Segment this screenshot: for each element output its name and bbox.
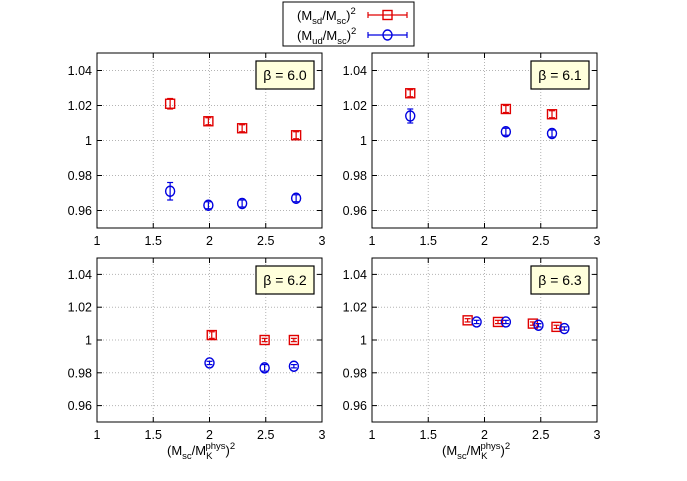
y-tick-label: 0.98 (343, 169, 367, 183)
x-tick-label: 2.5 (532, 234, 549, 248)
x-tick-label: 2.5 (257, 234, 274, 248)
legend-box (282, 1, 415, 47)
data-point-sd (546, 109, 558, 120)
y-tick-label: 1.04 (68, 268, 92, 282)
x-tick-label: 3 (319, 428, 326, 442)
data-point-ud (546, 127, 558, 140)
legend-marker-square (382, 9, 393, 21)
x-tick-label: 1.5 (420, 428, 437, 442)
x-tick-label: 2 (481, 234, 488, 248)
y-tick-label: 0.98 (68, 169, 92, 183)
data-point-sd (290, 130, 302, 141)
y-tick-label: 1.04 (343, 268, 367, 282)
data-point-sd (236, 123, 248, 134)
beta-label: β = 6.3 (538, 272, 582, 288)
beta-label: β = 6.1 (538, 67, 582, 83)
data-point-ud (533, 319, 544, 331)
y-tick-label: 1 (85, 134, 92, 148)
x-tick-label: 1.5 (145, 234, 162, 248)
beta-label-box (255, 265, 315, 295)
data-point-sd (492, 316, 504, 328)
data-point-ud (290, 192, 302, 204)
data-point-sd (551, 321, 562, 333)
y-tick-label: 0.98 (68, 366, 92, 380)
x-tick-label: 2 (206, 428, 213, 442)
beta-label: β = 6.2 (263, 272, 307, 288)
y-tick-label: 1.04 (68, 64, 92, 78)
x-tick-label: 2.5 (257, 428, 274, 442)
y-tick-label: 0.96 (343, 399, 367, 413)
data-point-ud (164, 185, 176, 197)
data-point-sd (203, 116, 214, 127)
x-tick-label: 2 (481, 428, 488, 442)
x-tick-label: 1 (94, 428, 101, 442)
panel-3: 1 1.5 2 2.5 3 0.96 0.98 1 1.02 1.04 β = 6.2 (68, 257, 326, 442)
x-tick-label: 3 (594, 428, 601, 442)
legend-marker-sd (367, 9, 408, 21)
x-tick-label: 1 (369, 428, 376, 442)
panel-2: 1 1.5 2 2.5 3 0.96 0.98 1 1.02 1.04 β = 6.1 (343, 52, 601, 248)
x-tick-label: 3 (594, 234, 601, 248)
y-tick-label: 0.96 (68, 204, 92, 218)
x-tick-label: 1.5 (420, 234, 437, 248)
beta-label-box (255, 60, 315, 90)
x-axis-label-left: (Msc/MKphys)2 (167, 441, 235, 462)
legend-marker-ud (367, 29, 408, 41)
y-tick-label: 0.98 (343, 366, 367, 380)
x-tick-label: 3 (319, 234, 326, 248)
y-tick-label: 1.02 (343, 301, 367, 315)
beta-label: β = 6.0 (263, 67, 307, 83)
beta-label-box (530, 265, 590, 295)
x-tick-label: 1 (94, 234, 101, 248)
x-axis-label-right: (Msc/MKphys)2 (442, 441, 510, 462)
data-point-sd (405, 88, 416, 99)
data-point-sd (206, 329, 217, 341)
data-point-ud (204, 357, 215, 369)
legend-label-ud: (Mud/Msc)2 (297, 26, 356, 47)
x-tick-label: 2 (206, 234, 213, 248)
y-tick-label: 1 (360, 134, 367, 148)
panel-1: 1 1.5 2 2.5 3 0.96 0.98 1 1.02 1.04 β = 6.0 (68, 52, 326, 248)
data-point-ud (288, 360, 300, 372)
data-point-sd (259, 334, 270, 346)
legend-label-sd: (Msd/Msc)2 (297, 6, 356, 27)
x-tick-label: 1.5 (145, 428, 162, 442)
data-point-sd (164, 98, 176, 109)
y-tick-label: 0.96 (343, 204, 367, 218)
data-point-ud (500, 316, 512, 328)
data-point-ud (500, 126, 512, 138)
data-point-sd (288, 334, 300, 346)
x-tick-label: 2.5 (532, 428, 549, 442)
data-point-ud (236, 197, 248, 210)
data-point-ud (405, 110, 416, 122)
y-tick-label: 1.02 (68, 99, 92, 113)
beta-label-box (530, 60, 590, 90)
y-tick-label: 1.04 (343, 64, 367, 78)
legend: (Msd/Msc)2 (Mud/Msc)2 (282, 1, 415, 47)
data-point-ud (559, 322, 570, 335)
data-point-ud (203, 199, 214, 211)
data-point-ud (471, 316, 482, 328)
data-point-ud (259, 362, 270, 374)
panel-4: 1 1.5 2 2.5 3 0.96 0.98 1 1.02 1.04 β = 6.3 (343, 257, 601, 442)
x-tick-label: 1 (369, 234, 376, 248)
y-tick-label: 1 (360, 334, 367, 348)
legend-marker-circle (382, 29, 393, 41)
data-point-sd (500, 103, 512, 115)
y-tick-label: 1.02 (343, 99, 367, 113)
y-tick-label: 0.96 (68, 399, 92, 413)
y-tick-label: 1.02 (68, 301, 92, 315)
y-tick-label: 1 (85, 334, 92, 348)
